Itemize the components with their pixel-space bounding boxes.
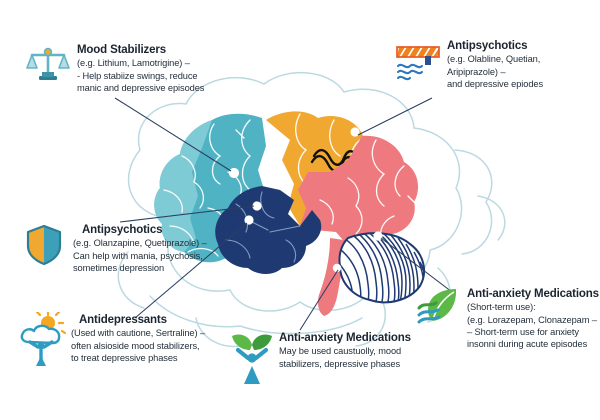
callout-line-3: manic and depressive episodes [77, 82, 205, 93]
sun-cloud-person-icon [18, 310, 67, 366]
leaves-person-icon [228, 330, 272, 384]
callout-text: Antipsychotics (e.g. Olabline, Quetian, … [447, 38, 543, 90]
callout-line-2: - Help stabiize swings, reduce [77, 70, 198, 81]
callout-title: Anti-anxiety Medications [467, 288, 599, 300]
callout-text: Anti-anxiety Medications (Short-term use… [467, 286, 599, 350]
callout-title: Antipsychotics [82, 224, 163, 236]
callout-mood-stabilizers: Mood Stabilizers (e.g. Lithium, Lamotrig… [26, 42, 204, 94]
callout-line-3: sometimes depression [73, 262, 165, 273]
water-waves-icon [417, 301, 441, 324]
brain-region-cerebellum [338, 232, 426, 304]
callout-line-1: (e.g. Lithium, Lamotrigine) – [77, 58, 190, 69]
callout-antipsychotics-top: Antipsychotics (e.g. Olabline, Quetian, … [396, 38, 543, 90]
person-icon [235, 347, 269, 361]
flood-barrier-icon [396, 38, 440, 82]
callout-antidepressants: Antidepressants (Used with cautione, Ser… [18, 310, 205, 366]
callout-anti-anxiety-right: Anti-anxiety Medications (Short-term use… [416, 286, 599, 350]
callout-anti-anxiety-bottom: Anti-anxiety Medications May be used cau… [228, 330, 411, 384]
callout-line-2: stabilizers, depressive phases [279, 358, 401, 369]
callout-line-1: (e.g. Olabline, Quetian, [447, 54, 541, 65]
callout-text: Anti-anxiety Medications May be used cau… [279, 330, 411, 370]
cloud-icon [20, 324, 61, 345]
callout-line-2: often alsioside mood stabilizers, [71, 340, 200, 351]
callout-line-2: Can help with mania, psychosis, [73, 250, 203, 261]
shield-icon [22, 222, 66, 266]
leaf-left-icon [232, 334, 252, 350]
callout-line-4: insonni during acute episodes [467, 338, 588, 349]
callout-line-3: and depressive epiodes [447, 78, 544, 89]
callout-line-2: (e.g. Lorazepam, Clonazepam – [467, 314, 597, 325]
callout-line-2: Aripiprazole) – [447, 66, 506, 77]
leaf-water-icon [416, 286, 460, 330]
callout-title: Anti-anxiety Medications [279, 332, 411, 344]
callout-antipsychotics-left: Antipsychotics (e.g. Olanzapine, Quetipr… [22, 222, 207, 274]
callout-line-3: to treat depressive phases [71, 352, 178, 363]
callout-line-3: – Short-term use for anxiety [467, 326, 579, 337]
callout-title: Antidepressants [79, 314, 167, 326]
callout-line-1: (e.g. Olanzapine, Quetiprazole) – [73, 238, 207, 249]
callout-title: Mood Stabilizers [77, 44, 166, 56]
callout-line-1: (Short-term use): [467, 302, 536, 313]
balance-scales-icon [26, 42, 70, 86]
callout-line-1: May be used caustuolly, mood [279, 346, 402, 357]
callout-text: Antipsychotics (e.g. Olanzapine, Quetipr… [73, 222, 207, 274]
callout-line-1: (Used with cautione, Sertraline) – [71, 328, 206, 339]
leaf-right-icon [252, 334, 272, 350]
callout-title: Antipsychotics [447, 40, 528, 52]
callout-text: Mood Stabilizers (e.g. Lithium, Lamotrig… [77, 42, 204, 94]
callout-text: Antidepressants (Used with cautione, Ser… [69, 312, 205, 364]
